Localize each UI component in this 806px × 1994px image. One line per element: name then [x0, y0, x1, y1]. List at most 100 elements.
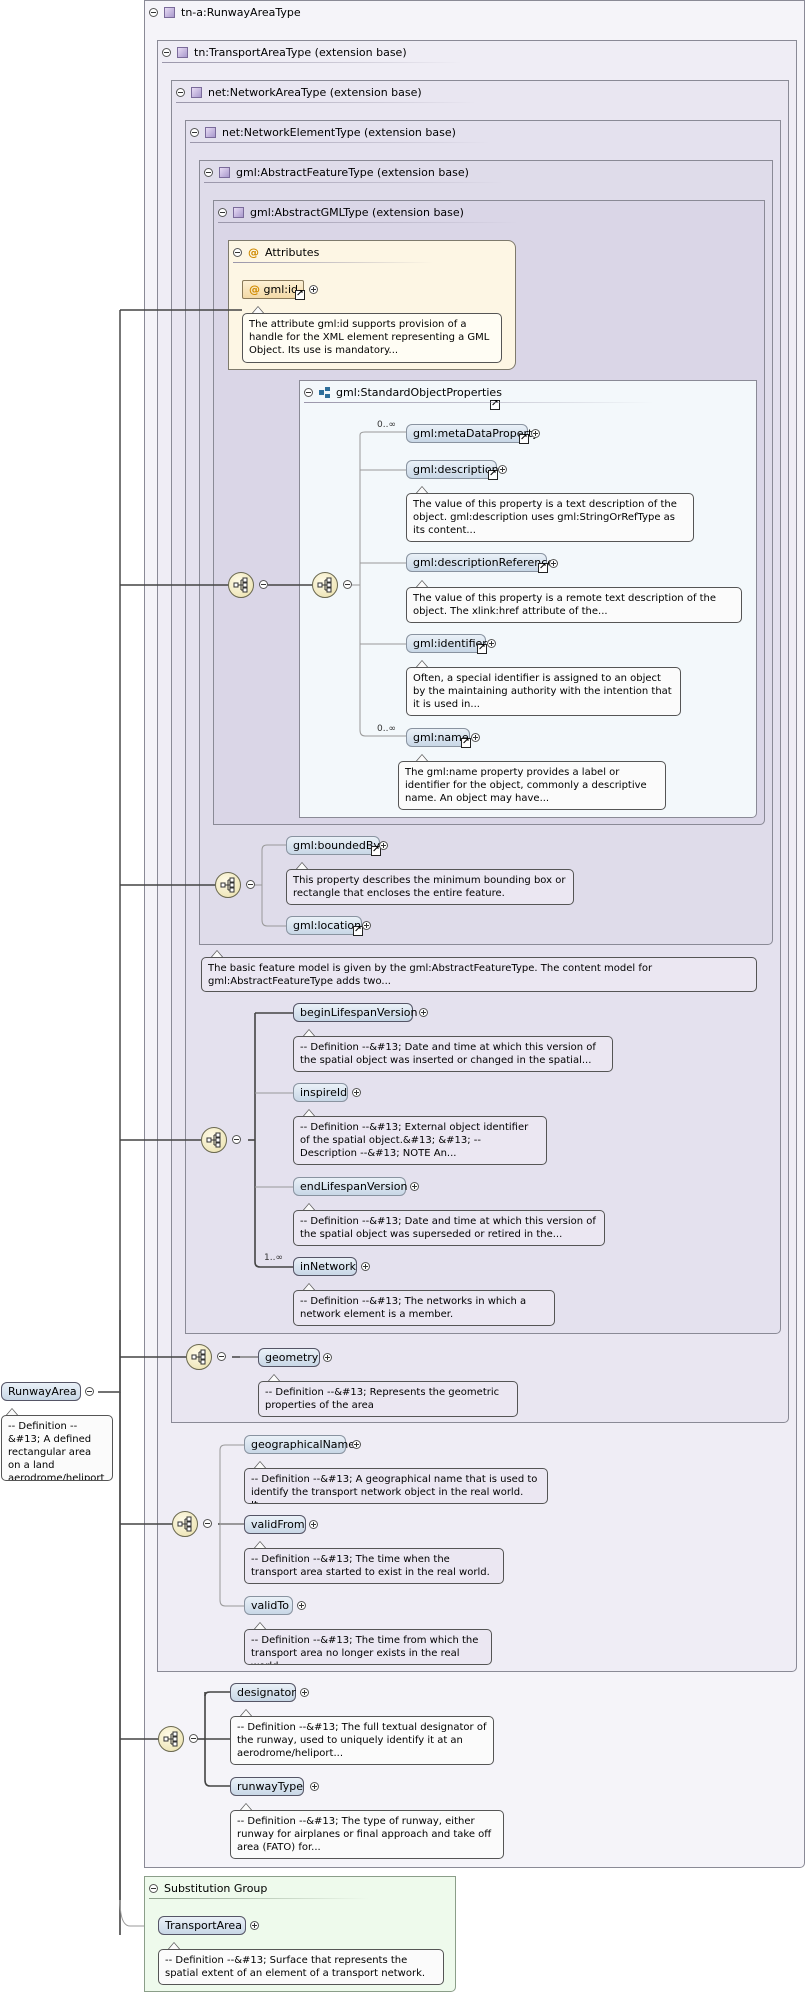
expand-icon[interactable] [419, 1008, 428, 1017]
reference-link-icon[interactable] [488, 468, 498, 480]
complex-type-icon [205, 126, 216, 138]
collapse-toggle[interactable] [259, 580, 268, 589]
expand-icon[interactable] [531, 429, 540, 438]
geographical-name-element[interactable]: geographicalName [244, 1435, 355, 1454]
attributes-title: Attributes [265, 245, 320, 259]
valid-from-element[interactable]: validFrom [244, 1515, 306, 1534]
inspire-id-element[interactable]: inspireId [293, 1083, 348, 1102]
expand-icon[interactable] [379, 841, 388, 850]
expand-icon[interactable] [549, 559, 558, 568]
type-title: net:NetworkElementType (extension base) [222, 125, 456, 139]
sequence-compositor [186, 1344, 212, 1370]
identifier-element[interactable]: gml:identifier [406, 634, 487, 654]
collapse-toggle[interactable] [343, 580, 352, 589]
collapse-toggle[interactable] [217, 1352, 226, 1361]
complex-type-icon [177, 46, 188, 58]
expand-icon[interactable] [309, 285, 318, 294]
collapse-toggle[interactable] [233, 247, 242, 257]
expand-icon[interactable] [300, 1688, 309, 1697]
attribute-icon: @ [248, 245, 259, 259]
end-lifespan-version-doc: -- Definition --&#13; Date and time at w… [293, 1210, 605, 1246]
collapse-toggle[interactable] [189, 1734, 198, 1743]
location-element[interactable]: gml:location [286, 916, 363, 936]
collapse-toggle[interactable] [203, 1519, 212, 1528]
collapse-toggle[interactable] [176, 87, 185, 97]
reference-link-icon[interactable] [461, 736, 471, 748]
expand-icon[interactable] [352, 1088, 361, 1097]
expand-icon[interactable] [410, 1182, 419, 1191]
meta-data-property-element[interactable]: gml:metaDataProperty [406, 424, 539, 444]
type-title: net:NetworkAreaType (extension base) [208, 85, 422, 99]
collapse-toggle[interactable] [304, 387, 313, 397]
in-network-element[interactable]: inNetwork [293, 1257, 357, 1276]
description-element[interactable]: gml:description [406, 460, 499, 480]
runway-area-element[interactable]: RunwayArea [1, 1382, 81, 1401]
gml-id-attribute[interactable]: @ gml:id [242, 280, 305, 300]
geometry-element[interactable]: geometry [258, 1348, 320, 1367]
expand-icon[interactable] [309, 1520, 318, 1529]
sequence-compositor [172, 1511, 198, 1537]
bounded-by-element[interactable]: gml:boundedBy [286, 836, 381, 856]
begin-lifespan-version-doc: -- Definition --&#13; Date and time at w… [293, 1036, 613, 1072]
expand-icon[interactable] [250, 1921, 259, 1930]
collapse-toggle[interactable] [190, 127, 199, 137]
collapse-toggle[interactable] [204, 167, 213, 177]
expand-icon[interactable] [362, 921, 371, 930]
reference-link-icon[interactable] [519, 432, 529, 444]
complex-type-icon [164, 6, 175, 18]
end-lifespan-version-element[interactable]: endLifespanVersion [293, 1177, 407, 1196]
runway-area-doc: -- Definition --&#13; A defined rectangu… [1, 1415, 113, 1481]
expand-icon[interactable] [352, 1440, 361, 1449]
inspire-id-doc: -- Definition --&#13; External object id… [293, 1116, 547, 1165]
runway-type-element[interactable]: runwayType [230, 1777, 304, 1796]
expand-icon[interactable] [297, 1601, 306, 1610]
expand-icon[interactable] [310, 1782, 319, 1791]
collapse-toggle[interactable] [232, 1135, 241, 1144]
begin-lifespan-version-element[interactable]: beginLifespanVersion [293, 1003, 417, 1022]
transport-area-element[interactable]: TransportArea [158, 1916, 246, 1935]
collapse-toggle[interactable] [85, 1387, 94, 1396]
designator-element[interactable]: designator [230, 1683, 296, 1702]
reference-link-icon[interactable] [538, 561, 548, 573]
type-title: gml:AbstractGMLType (extension base) [250, 205, 464, 219]
sequence-compositor [201, 1127, 227, 1153]
expand-icon[interactable] [487, 639, 496, 648]
group-title: gml:StandardObjectProperties [336, 385, 502, 399]
expand-icon[interactable] [471, 733, 480, 742]
valid-to-element[interactable]: validTo [244, 1596, 293, 1615]
reference-link-icon[interactable] [295, 288, 305, 300]
transport-area-doc: -- Definition --&#13; Surface that repre… [158, 1949, 444, 1985]
reference-link-icon[interactable] [477, 642, 487, 654]
reference-link-icon[interactable] [490, 398, 500, 410]
group-icon [319, 386, 330, 398]
complex-type-icon [191, 86, 202, 98]
expand-icon[interactable] [498, 465, 507, 474]
valid-from-doc: -- Definition --&#13; The time when the … [244, 1548, 504, 1584]
reference-link-icon[interactable] [353, 924, 363, 936]
abstract-feature-doc: The basic feature model is given by the … [201, 957, 757, 992]
type-title: gml:AbstractFeatureType (extension base) [236, 165, 469, 179]
collapse-toggle[interactable] [218, 207, 227, 217]
sequence-compositor [158, 1726, 184, 1752]
complex-type-icon [219, 166, 230, 178]
name-element[interactable]: gml:name [406, 728, 471, 748]
collapse-toggle[interactable] [149, 1883, 158, 1893]
reference-link-icon[interactable] [371, 844, 381, 856]
expand-icon[interactable] [323, 1353, 332, 1362]
bounded-by-doc: This property describes the minimum boun… [286, 869, 574, 905]
description-reference-doc: The value of this property is a remote t… [406, 587, 742, 623]
geographical-name-doc: -- Definition --&#13; A geographical nam… [244, 1468, 548, 1504]
description-reference-element[interactable]: gml:descriptionReference [406, 553, 554, 573]
in-network-doc: -- Definition --&#13; The networks in wh… [293, 1290, 555, 1326]
geometry-doc: -- Definition --&#13; Represents the geo… [258, 1381, 518, 1417]
expand-icon[interactable] [361, 1262, 370, 1271]
collapse-toggle[interactable] [149, 7, 158, 17]
identifier-doc: Often, a special identifier is assigned … [406, 667, 681, 716]
collapse-toggle[interactable] [246, 880, 255, 889]
type-title: tn-a:RunwayAreaType [181, 5, 301, 19]
type-title: tn:TransportAreaType (extension base) [194, 45, 407, 59]
cardinality: 0..∞ [377, 420, 396, 430]
collapse-toggle[interactable] [162, 47, 171, 57]
runway-type-doc: -- Definition --&#13; The type of runway… [230, 1810, 504, 1859]
